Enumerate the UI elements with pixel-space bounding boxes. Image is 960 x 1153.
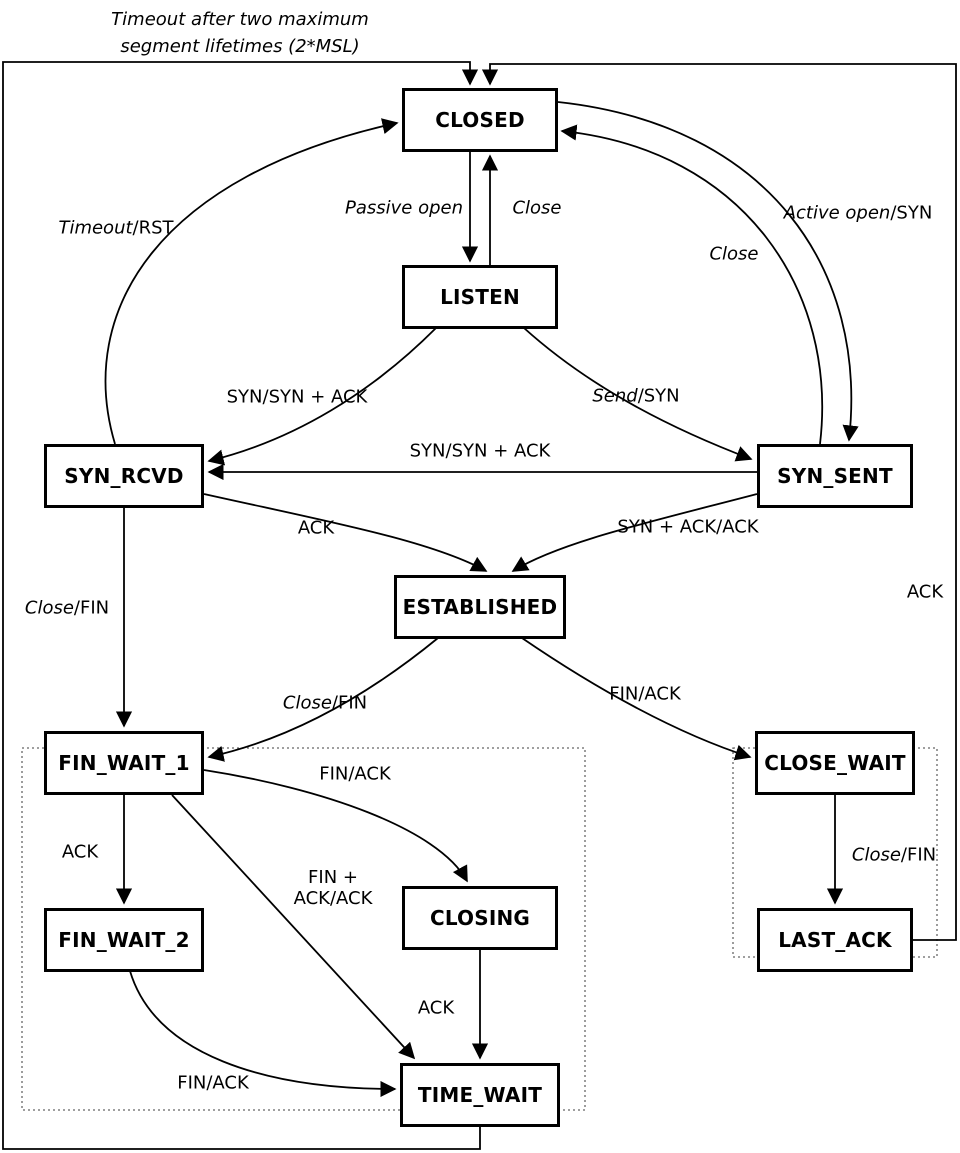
- dotted-group-active-close: [21, 747, 586, 1111]
- edge-label-close-fin-est: Close/FIN: [283, 693, 367, 714]
- edge-label-ack-lastack-roman: ACK: [906, 581, 944, 603]
- edge-label-close-listen: Close: [512, 198, 561, 219]
- edge-label-send-syn-roman: /SYN: [637, 385, 680, 407]
- edge-label-fin-ack-ack: FIN +ACK/ACK: [294, 867, 373, 909]
- edge-label-synack-ack: SYN + ACK/ACK: [617, 517, 758, 538]
- edge-lastack-closed: [481, 63, 957, 941]
- edge-label-close-fin-closewait-roman: /FIN: [900, 844, 937, 866]
- edge-label-timeout-rst: Timeout/RST: [58, 218, 173, 239]
- edge-label-fin-ack-ack-line2: ACK/ACK: [293, 888, 373, 909]
- edge-label-active-open-italic: Active open: [783, 202, 891, 224]
- edge-label-send-syn: Send/SYN: [592, 386, 679, 407]
- edge-synsent-closed: [560, 124, 824, 445]
- edge-label-passive-open-italic: Passive open: [344, 197, 464, 219]
- edge-label-fin-ack-est-roman: FIN/ACK: [609, 683, 681, 705]
- edge-synsent-established: [511, 493, 758, 572]
- state-syn-sent: SYN_SENT: [757, 444, 913, 508]
- edge-label-close-synsent: Close: [709, 244, 758, 265]
- edge-listen-synsent: [523, 327, 753, 462]
- edge-label-ack-lastack: ACK: [907, 582, 943, 603]
- timeout-note-line2: segment lifetimes (2*MSL): [120, 36, 360, 57]
- edge-label-syn-synack-listen: SYN/SYN + ACK: [227, 387, 368, 408]
- edge-label-close-synsent-italic: Close: [709, 243, 759, 265]
- edge-label-close-fin-est-roman: /FIN: [331, 692, 368, 714]
- edge-timewait-closed: [2, 61, 481, 1150]
- edge-established-closewait: [521, 637, 752, 761]
- edge-label-send-syn-italic: Send: [592, 385, 638, 407]
- state-fin-wait-1: FIN_WAIT_1: [44, 731, 204, 795]
- edge-label-close-fin-synrcvd-roman: /FIN: [73, 597, 110, 619]
- edge-label-ack-closing: ACK: [418, 998, 454, 1019]
- edge-closed-synsent: [557, 101, 859, 442]
- state-time-wait: TIME_WAIT: [400, 1063, 560, 1127]
- edge-label-fin-ack-closing-roman: FIN/ACK: [319, 763, 391, 785]
- state-established: ESTABLISHED: [394, 575, 566, 639]
- edge-synrcvd-closed: [104, 118, 399, 445]
- edge-label-timeout-rst-italic: Timeout: [58, 217, 133, 239]
- edge-label-synack-ack-roman: SYN + ACK/ACK: [617, 516, 759, 538]
- state-closing: CLOSING: [402, 886, 558, 950]
- state-fin-wait-2: FIN_WAIT_2: [44, 908, 204, 972]
- edge-label-timeout-rst-roman: /RST: [132, 217, 174, 239]
- edge-label-active-open-roman: /SYN: [890, 202, 933, 224]
- edge-finwait2-timewait: [129, 970, 397, 1098]
- edge-label-syn-synack-mid-roman: SYN/SYN + ACK: [409, 440, 551, 462]
- state-listen: LISTEN: [402, 265, 558, 329]
- state-close-wait: CLOSE_WAIT: [755, 731, 915, 795]
- edge-label-passive-open: Passive open: [345, 198, 463, 219]
- edge-label-close-fin-est-italic: Close: [282, 692, 332, 714]
- state-closed: CLOSED: [402, 88, 558, 152]
- edge-synrcvd-established: [203, 493, 488, 572]
- edge-label-active-open: Active open/SYN: [784, 203, 933, 224]
- edge-label-fin-ack-timewait-roman: FIN/ACK: [177, 1072, 249, 1094]
- edge-listen-synrcvd: [207, 327, 437, 466]
- edge-label-close-listen-italic: Close: [512, 197, 562, 219]
- edge-label-syn-synack-mid: SYN/SYN + ACK: [410, 441, 551, 462]
- edge-finwait1-timewait: [171, 794, 416, 1060]
- edge-label-close-fin-synrcvd: Close/FIN: [25, 598, 109, 619]
- timeout-note: Timeout after two maximum segment lifeti…: [111, 6, 369, 60]
- edge-label-ack-synrcvd: ACK: [298, 518, 334, 539]
- timeout-note-line1: Timeout after two maximum: [111, 9, 369, 30]
- edge-label-ack-synrcvd-roman: ACK: [297, 517, 335, 539]
- edge-finwait1-closing: [203, 769, 468, 883]
- edge-label-close-fin-synrcvd-italic: Close: [24, 597, 74, 619]
- edge-label-close-fin-closewait: Close/FIN: [852, 845, 936, 866]
- edge-label-syn-synack-listen-roman: SYN/SYN + ACK: [226, 386, 368, 408]
- state-syn-rcvd: SYN_RCVD: [44, 444, 204, 508]
- edge-label-fin-ack-closing: FIN/ACK: [319, 764, 391, 785]
- edge-label-fin-ack-est: FIN/ACK: [609, 684, 681, 705]
- edge-label-fin-ack-ack-line1: FIN +: [308, 867, 358, 888]
- edge-label-ack-finwait: ACK: [62, 842, 98, 863]
- state-last-ack: LAST_ACK: [757, 908, 913, 972]
- edge-established-finwait1: [207, 637, 439, 762]
- edge-label-close-fin-closewait-italic: Close: [851, 844, 901, 866]
- edge-label-fin-ack-timewait: FIN/ACK: [177, 1073, 249, 1094]
- edge-label-ack-closing-roman: ACK: [417, 997, 455, 1019]
- edge-label-ack-finwait-roman: ACK: [61, 841, 99, 863]
